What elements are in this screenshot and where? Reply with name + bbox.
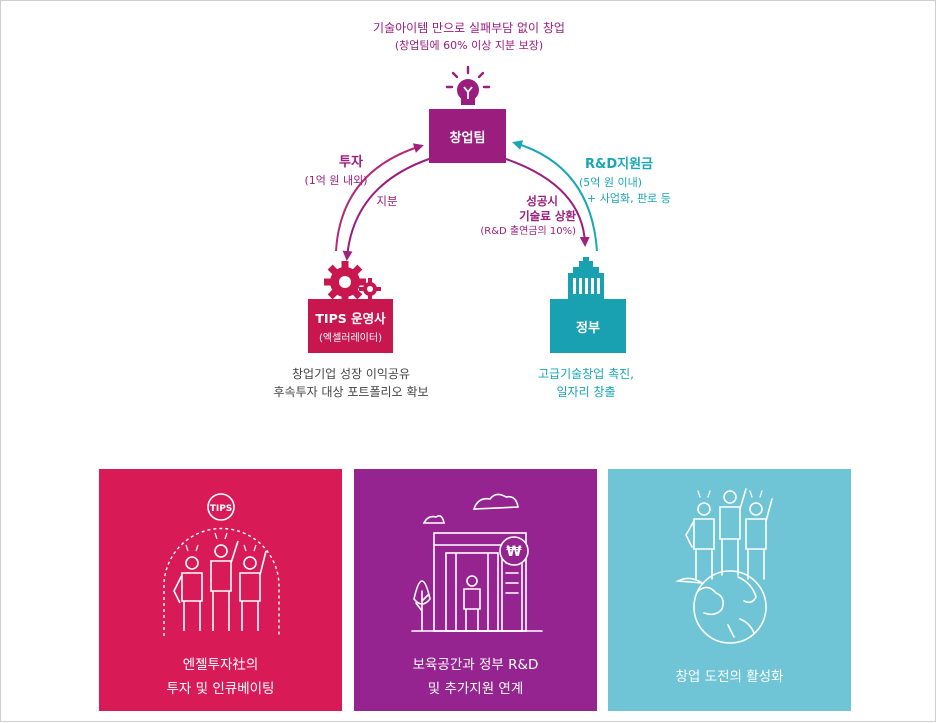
royalty-line1: 성공시 (526, 194, 558, 208)
panel-angel-investment: TIPS 엔젤투자社의 투자 및 인큐베이팅 (99, 469, 342, 711)
panel-incubation-rnd: ₩ 보육공간과 정부 R&D 및 추가지원 연계 (354, 469, 597, 711)
startup-team-box: 창업팀 (429, 109, 506, 163)
tips-operator-label: TIPS 운영사 (315, 311, 386, 326)
panel-2-line1: 보육공간과 정부 R&D (412, 657, 539, 673)
investment-sub: (1억 원 내외) (304, 174, 368, 187)
tips-operator-caption: 창업기업 성장 이익공유 후속투자 대상 포트폴리오 확보 (251, 365, 451, 401)
lightbulb-icon (445, 65, 491, 105)
people-dome-icon: TIPS (163, 493, 280, 636)
government-label: 정부 (576, 320, 600, 336)
rd-grant-label: R&D지원금 (5억 원 이내) + 사업화, 판로 등 (557, 153, 687, 206)
tips-caption-line2: 후속투자 대상 포트폴리오 확보 (273, 385, 429, 399)
panel-2-line2: 및 추가지원 연계 (427, 681, 524, 697)
equity-arrow (342, 158, 430, 261)
rd-grant-arrow (512, 140, 598, 252)
top-caption-line1: 기술아이템 만으로 실패부담 없이 창업 (373, 21, 565, 35)
rd-grant-line2: + 사업화, 판로 등 (587, 192, 671, 205)
investment-title: 투자 (339, 155, 363, 170)
government-caption: 고급기술창업 촉진, 일자리 창출 (501, 365, 671, 401)
people-globe-icon (675, 488, 773, 644)
rd-grant-line1: (5억 원 이내) (579, 176, 643, 189)
panel-3-line1: 창업 도전의 활성화 (675, 669, 784, 685)
tips-operator-box: TIPS 운영사 (엑셀러레이터) (308, 299, 393, 353)
gears-icon (324, 261, 381, 303)
won-badge-text: ₩ (506, 544, 522, 560)
top-caption-line2: (창업팀에 60% 이상 지분 보장) (394, 39, 544, 52)
investment-arrow (335, 143, 424, 252)
investment-label: 투자 (1억 원 내외) (291, 151, 381, 188)
tips-operator-sub: (엑셀러레이터) (318, 333, 382, 344)
startup-team-label: 창업팀 (449, 130, 486, 146)
rd-grant-title: R&D지원금 (585, 157, 654, 172)
government-caption-line2: 일자리 창출 (556, 385, 616, 399)
top-caption: 기술아이템 만으로 실패부담 없이 창업 (창업팀에 60% 이상 지분 보장) (369, 19, 569, 55)
government-box: 정부 (550, 299, 626, 353)
panel-1-line2: 투자 및 인큐베이팅 (166, 681, 275, 697)
panel-1-line1: 엔젤투자社의 (182, 657, 259, 673)
government-building-icon (568, 257, 604, 301)
royalty-line2: 기술료 상환 (519, 209, 576, 223)
royalty-line3: (R&D 출연금의 10%) (480, 226, 576, 237)
royalty-arrow (505, 158, 590, 247)
tips-caption-line1: 창업기업 성장 이익공유 (291, 367, 411, 381)
building-icon: ₩ (411, 493, 543, 632)
royalty-label: 성공시 기술료 상환 (R&D 출연금의 10%) (476, 194, 576, 239)
government-caption-line1: 고급기술창업 촉진, (538, 367, 634, 381)
panel-startup-activation: 창업 도전의 활성화 (608, 469, 851, 711)
tips-badge-text: TIPS (210, 504, 233, 514)
equity-label: 지분 (376, 194, 398, 208)
